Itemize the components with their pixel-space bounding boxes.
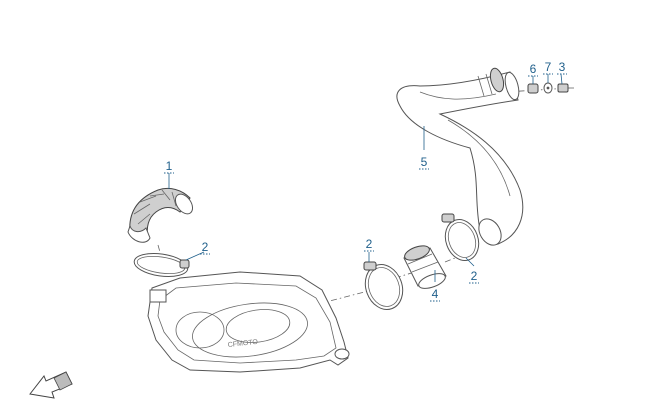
callout-5[interactable]: 5 (419, 155, 429, 170)
callout-3[interactable]: 3 (557, 60, 567, 75)
callout-2-left[interactable]: 2 (200, 240, 210, 255)
callout-leaders (168, 73, 563, 282)
callout-4-label[interactable]: 4 (432, 287, 439, 301)
callout-6[interactable]: 6 (528, 62, 538, 77)
callout-7[interactable]: 7 (543, 60, 553, 75)
washer-part-7[interactable] (543, 82, 553, 94)
callout-2-right-label[interactable]: 2 (471, 269, 478, 283)
callout-2-middle-label[interactable]: 2 (366, 237, 373, 251)
hose-clamp-left[interactable] (133, 250, 190, 279)
callout-3-label[interactable]: 3 (559, 60, 566, 74)
callout-6-label[interactable]: 6 (530, 62, 537, 76)
callout-2-left-label[interactable]: 2 (202, 240, 209, 254)
callout-2-right[interactable]: 2 (469, 269, 479, 284)
front-direction-arrow-icon (29, 371, 73, 399)
callout-1-label[interactable]: 1 (166, 159, 173, 173)
bolt-part-6[interactable] (527, 83, 539, 94)
hose-clamp-middle[interactable] (359, 259, 409, 315)
callout-2-middle[interactable]: 2 (364, 237, 374, 252)
callout-7-label[interactable]: 7 (545, 60, 552, 74)
intake-duct-part[interactable] (396, 67, 524, 249)
hose-clamp-right[interactable] (440, 213, 484, 265)
callout-4[interactable]: 4 (430, 287, 440, 302)
callout-5-label[interactable]: 5 (421, 155, 428, 169)
cvt-cover-housing[interactable]: CFMOTO (147, 271, 350, 373)
cover-embossed-logo: CFMOTO (227, 339, 258, 349)
coupler-sleeve-part[interactable] (403, 243, 447, 292)
screw-part-3[interactable] (557, 83, 574, 93)
callout-1[interactable]: 1 (164, 159, 174, 174)
intake-boot-part[interactable] (127, 187, 196, 243)
